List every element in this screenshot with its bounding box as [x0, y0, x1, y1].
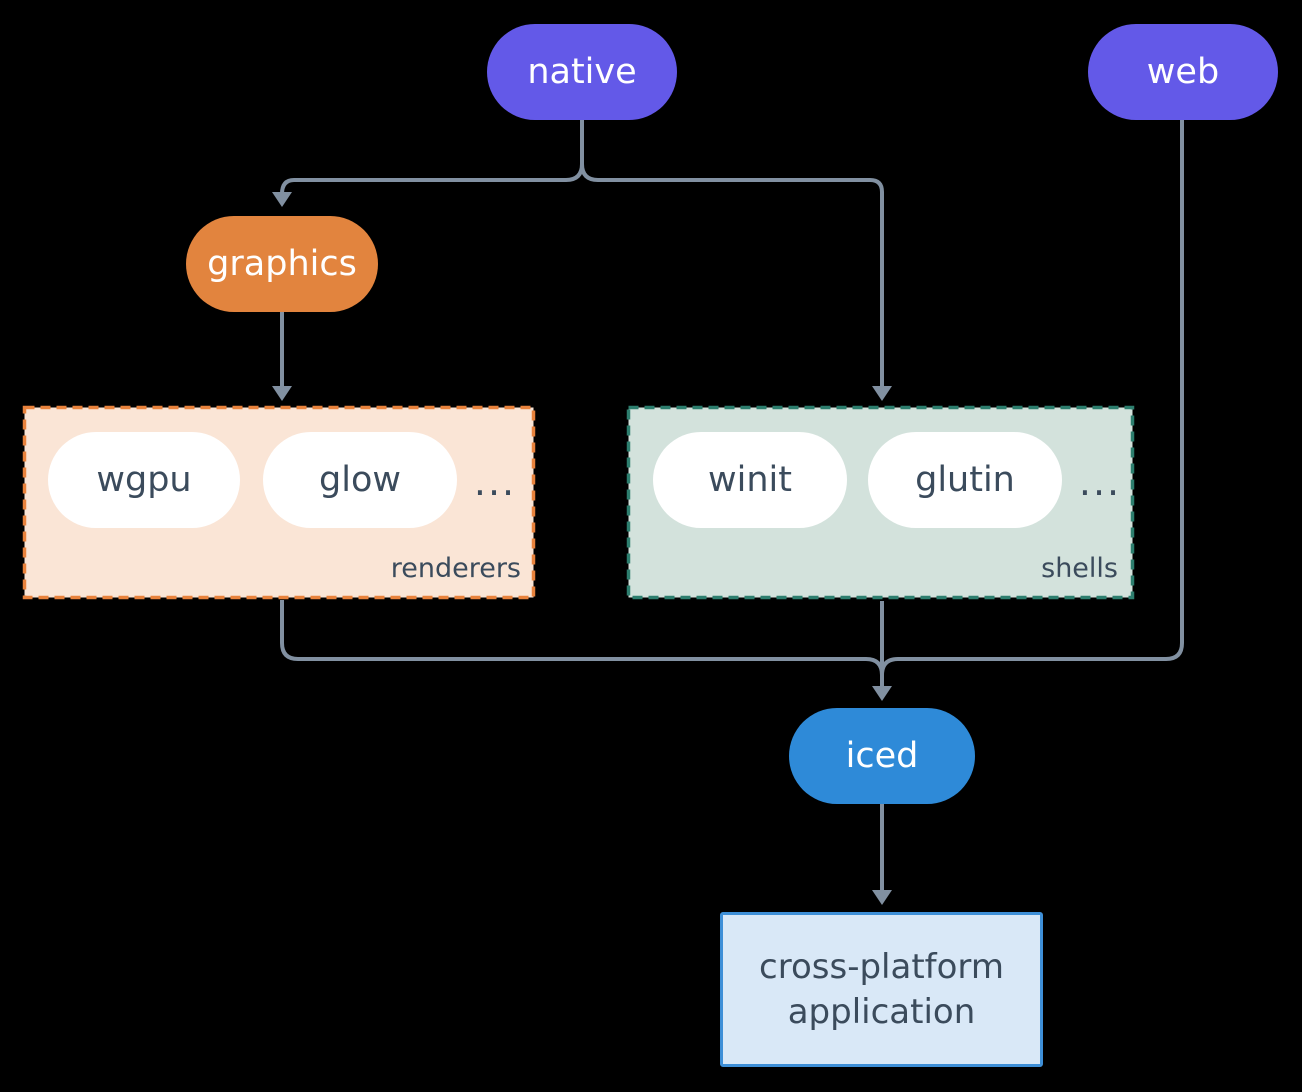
application-label-line2: application	[787, 992, 976, 1032]
connector-native-to-shells	[580, 118, 884, 387]
arrowhead-into-graphics-icon	[272, 192, 292, 207]
arrowhead-into-renderers-icon	[272, 386, 292, 401]
connector-renderers-to-iced	[280, 600, 884, 676]
node-winit: winit	[653, 432, 847, 528]
node-glutin: glutin	[868, 432, 1062, 528]
connector-native-to-graphics	[280, 118, 584, 195]
node-native: native	[487, 24, 677, 120]
node-glow: glow	[263, 432, 457, 528]
node-web: web	[1088, 24, 1278, 120]
arrowhead-into-application-icon	[872, 890, 892, 905]
node-cross-platform-application: cross-platform application	[720, 912, 1043, 1067]
shells-group-label: shells	[1041, 553, 1118, 584]
arrowhead-into-iced-icon	[872, 686, 892, 701]
renderers-group-label: renderers	[390, 553, 521, 584]
renderers-ellipsis: ...	[473, 460, 517, 504]
arrowhead-into-shells-icon	[872, 386, 892, 401]
node-iced: iced	[789, 708, 975, 804]
application-label-line1: cross-platform	[759, 947, 1004, 987]
node-wgpu: wgpu	[48, 432, 240, 528]
node-graphics: graphics	[186, 216, 378, 312]
shells-ellipsis: ...	[1078, 460, 1122, 504]
